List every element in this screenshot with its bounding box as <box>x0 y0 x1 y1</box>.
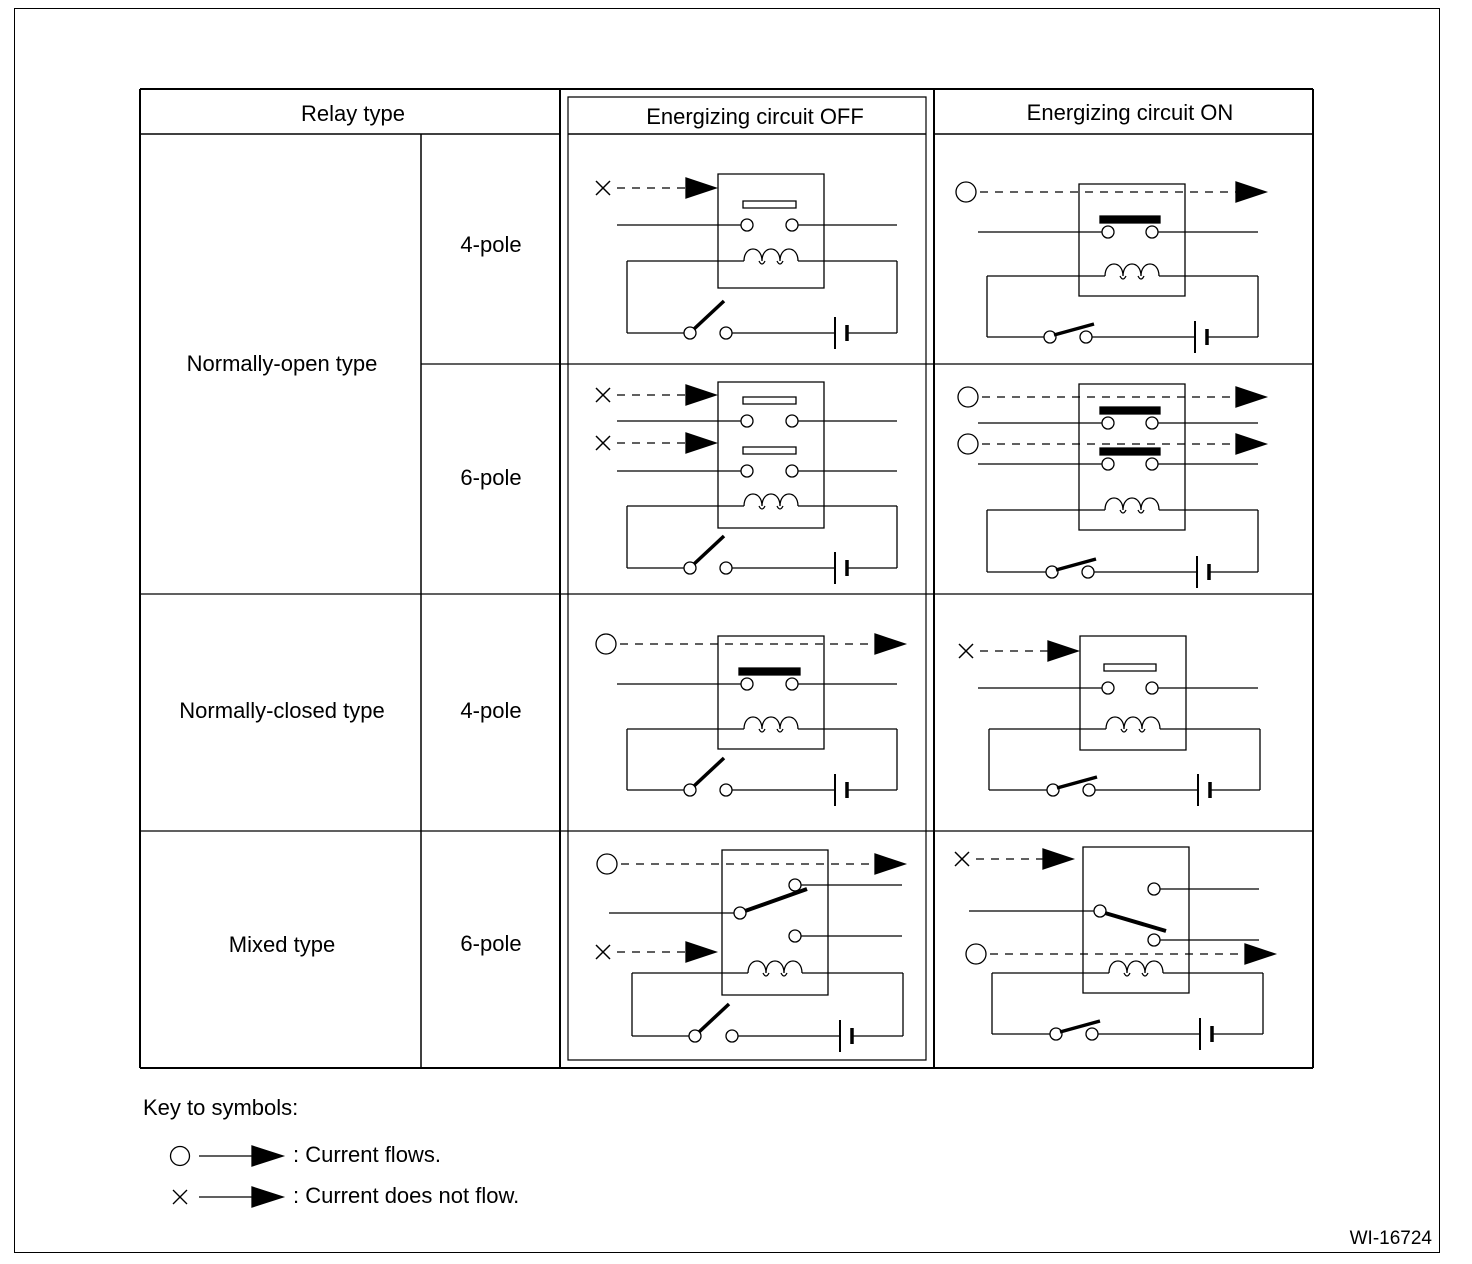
header-energizing-on: Energizing circuit ON <box>1026 100 1234 125</box>
key-symbols <box>171 1146 284 1207</box>
row-type-normally-open: Normally-open type <box>186 351 378 376</box>
row-poles-normally-open-4: 4-pole <box>460 232 522 257</box>
key-item-current-does-not-flow: : Current does not flow. <box>293 1183 520 1208</box>
key-item-current-flows: : Current flows. <box>293 1142 441 1167</box>
row-poles-normally-closed-4: 4-pole <box>460 698 522 723</box>
figure-id: WI-16724 <box>1349 1228 1432 1249</box>
relay-no4-off <box>596 174 897 349</box>
relay-no6-on <box>958 384 1266 588</box>
relay-nc4-on <box>959 636 1260 806</box>
table-grid <box>140 89 1313 1068</box>
header-energizing-off: Energizing circuit OFF <box>646 104 864 129</box>
row-poles-mixed-6: 6-pole <box>460 931 522 956</box>
row-poles-normally-open-6: 6-pole <box>460 465 522 490</box>
relay-mixed6-on <box>955 847 1275 1050</box>
row-type-mixed: Mixed type <box>228 932 336 957</box>
key-cross-arrow-icon <box>173 1187 283 1207</box>
key-title: Key to symbols: <box>143 1095 299 1120</box>
figure-frame <box>14 8 1440 1253</box>
header-relay-type: Relay type <box>301 101 405 126</box>
relay-no6-off <box>596 382 897 584</box>
relay-mixed6-off <box>596 850 905 1052</box>
relay-nc4-off <box>596 634 905 806</box>
key-circle-arrow-icon <box>171 1146 284 1166</box>
relay-no4-on <box>956 182 1266 353</box>
row-type-normally-closed: Normally-closed type <box>179 698 385 723</box>
